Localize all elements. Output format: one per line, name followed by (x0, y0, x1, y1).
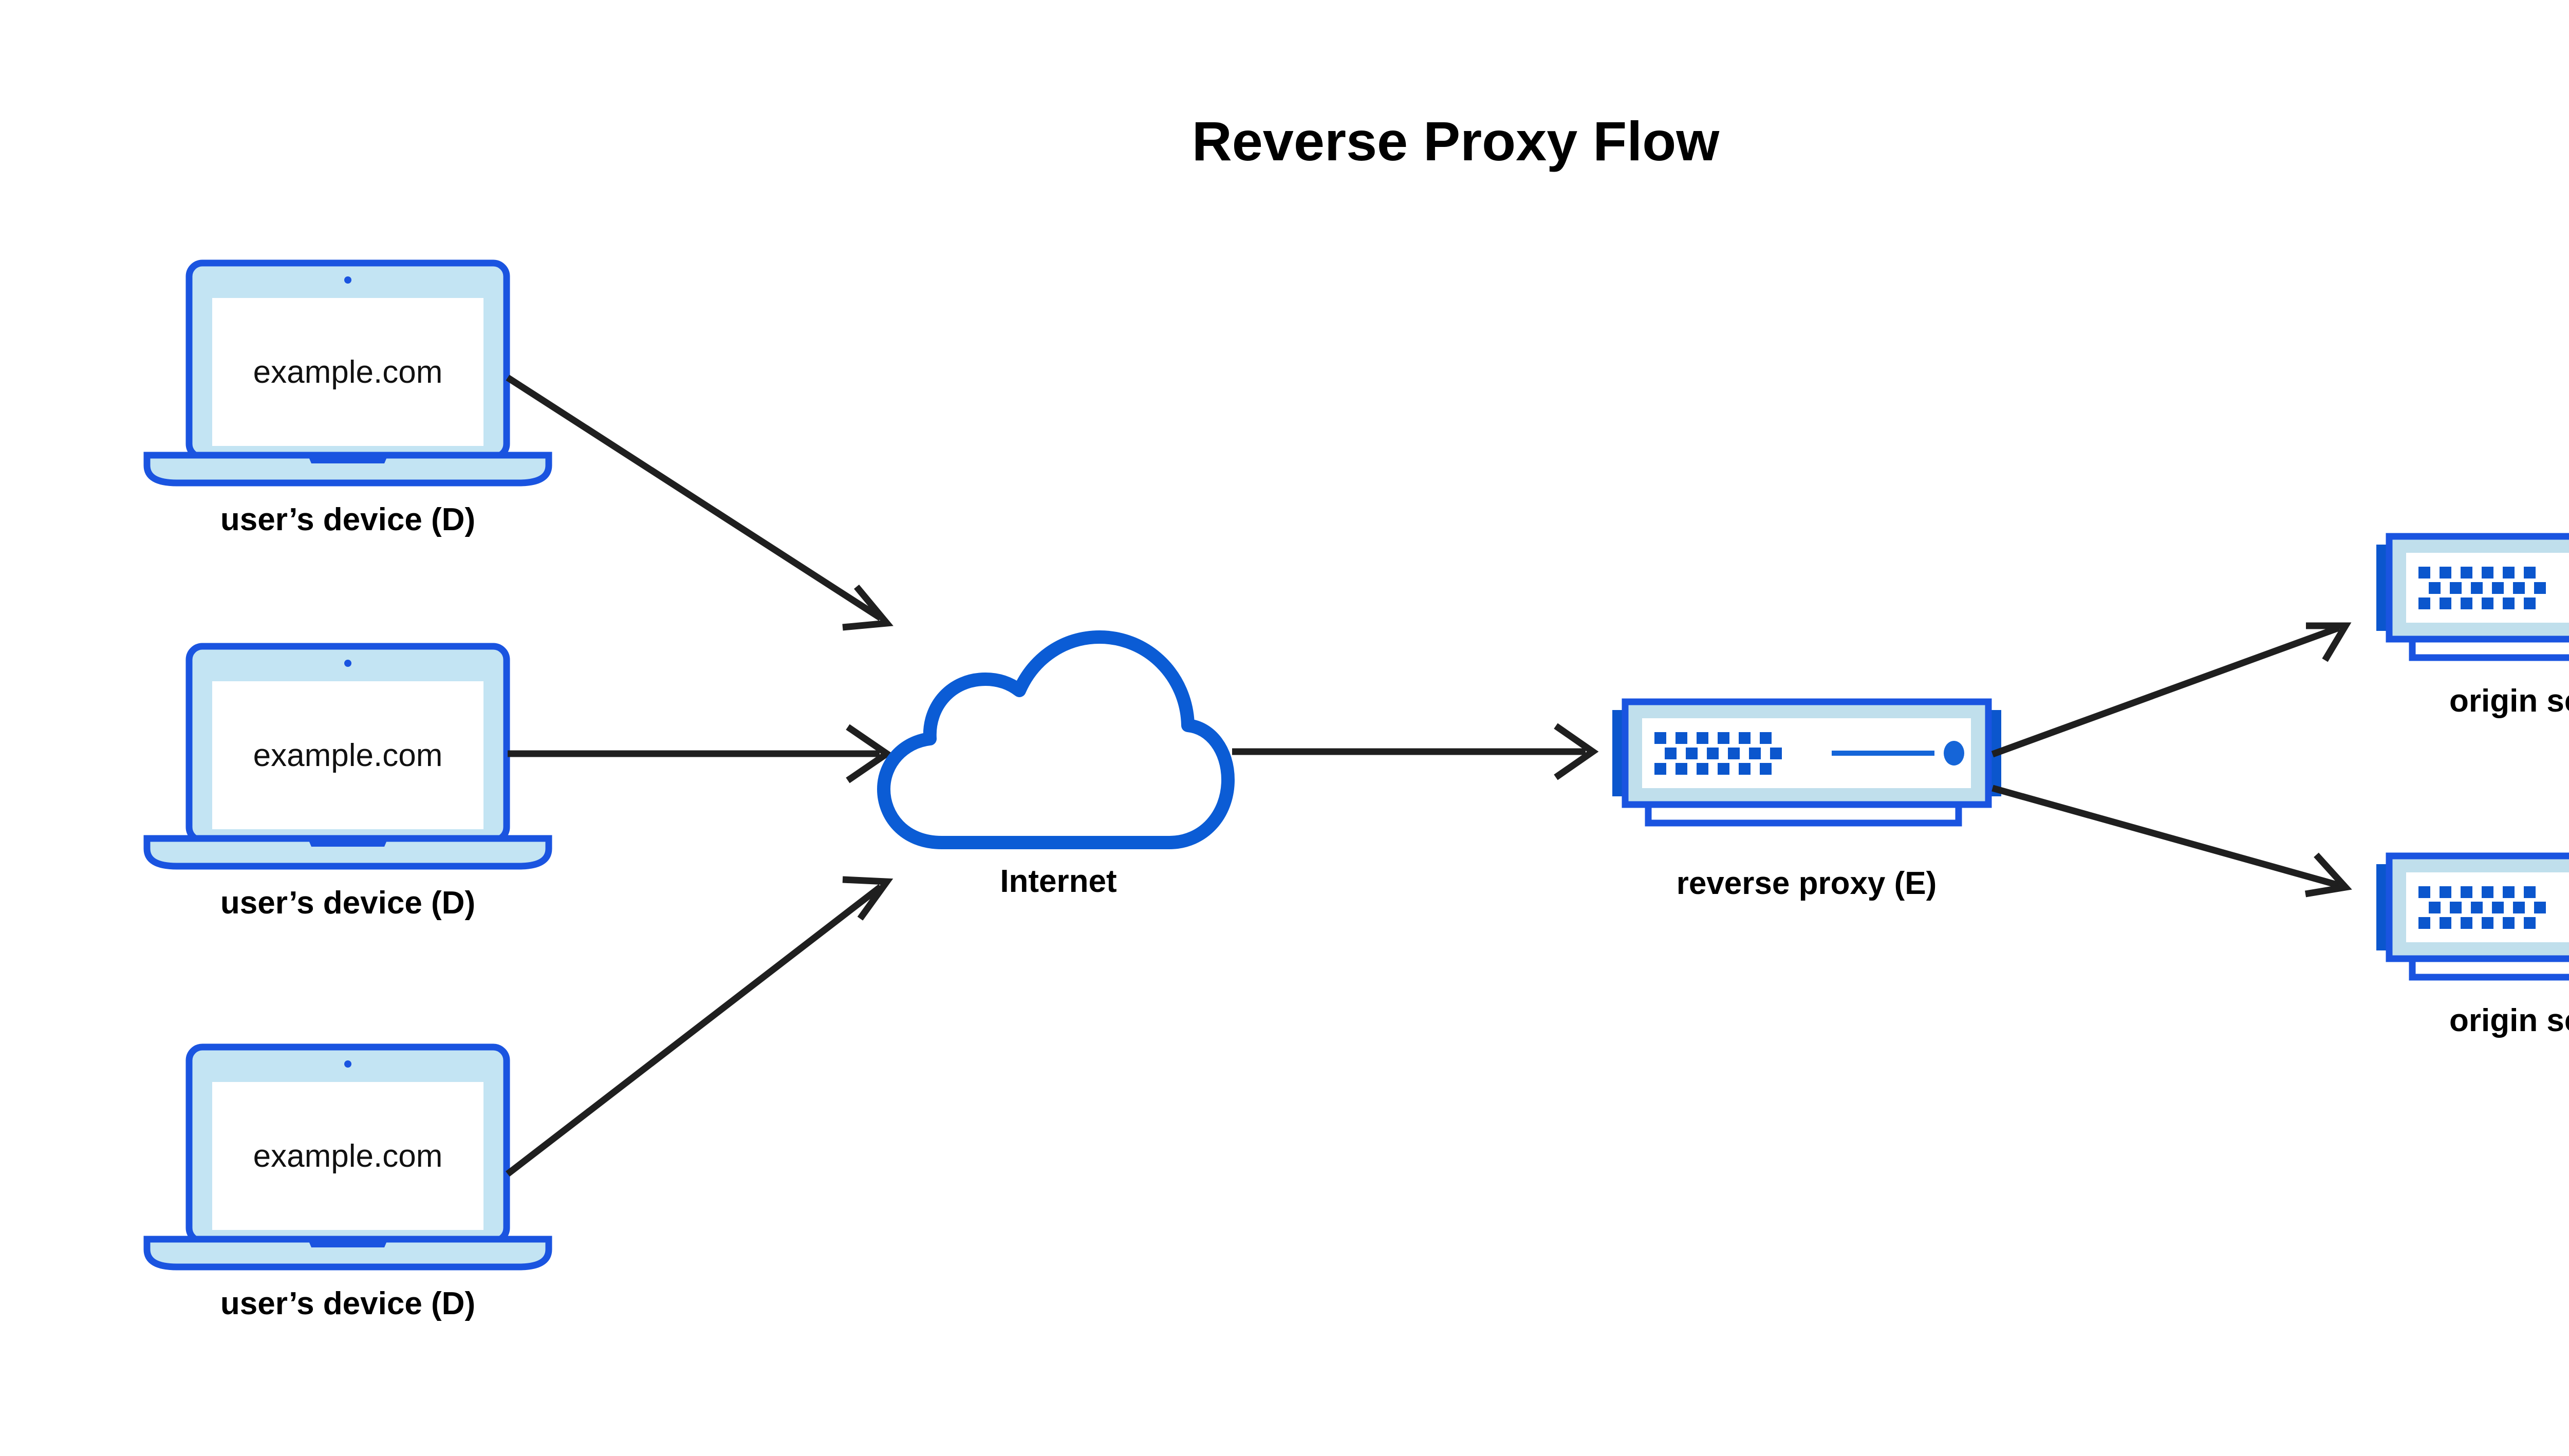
screen-url-text: example.com (253, 1138, 443, 1174)
user-device-middle[interactable]: example.com user’s device (D) (143, 643, 552, 921)
laptop-notch (308, 456, 387, 463)
user-device-bottom[interactable]: example.com user’s device (D) (143, 1043, 552, 1321)
flow-arrow-device-bottom-to-internet (506, 876, 893, 1177)
flow-arrow-device-top-to-internet (506, 375, 893, 631)
flow-arrow-proxy-to-origin-bottom (1991, 785, 2352, 898)
camera-dot-icon (344, 1060, 351, 1068)
device-label: user’s device (D) (220, 885, 475, 921)
origin-server-bottom[interactable]: origin server (F) (2376, 852, 2569, 1038)
arrowhead-icon (842, 876, 893, 921)
arrowhead-icon (1554, 723, 1599, 780)
server-vent-grid (2418, 886, 2546, 929)
laptop-base (143, 1236, 552, 1271)
origin-label: origin server (F) (2449, 1003, 2569, 1038)
camera-dot-icon (344, 660, 351, 667)
laptop-notch (308, 1240, 387, 1247)
camera-dot-icon (344, 276, 351, 284)
laptop-base (143, 835, 552, 870)
device-label: user’s device (D) (220, 1286, 475, 1321)
cloud-label: Internet (1000, 864, 1116, 899)
server-status-line (1832, 751, 1934, 756)
laptop-screen (212, 681, 483, 829)
flow-arrow-internet-to-proxy (1232, 723, 1599, 780)
server-vent-grid (2418, 567, 2546, 609)
cloud-icon (877, 630, 1235, 849)
diagram-title: Reverse Proxy Flow (1192, 110, 1720, 172)
screen-url-text: example.com (253, 354, 443, 390)
screen-url-text: example.com (253, 738, 443, 773)
proxy-label: reverse proxy (E) (1677, 866, 1937, 901)
laptop-screen (212, 1082, 483, 1230)
arrowhead-icon (842, 584, 893, 631)
arrowhead-icon (2304, 852, 2352, 898)
server-vent-grid (1654, 732, 1782, 775)
flow-arrow-proxy-to-origin-top (1991, 622, 2352, 758)
server-status-dot-icon (1944, 741, 1964, 766)
laptop-screen (212, 298, 483, 446)
flow-arrow-device-middle-to-internet (508, 724, 893, 783)
device-label: user’s device (D) (220, 502, 475, 537)
laptop-notch (308, 839, 387, 847)
origin-server-top[interactable]: origin server (F) (2376, 533, 2569, 719)
origin-label: origin server (F) (2449, 683, 2569, 719)
internet-cloud[interactable]: Internet (877, 630, 1235, 899)
user-device-top[interactable]: example.com user’s device (D) (143, 259, 552, 537)
arrowhead-icon (2306, 622, 2352, 662)
arrowhead-icon (846, 724, 893, 783)
laptop-base (143, 452, 552, 487)
reverse-proxy-server[interactable]: reverse proxy (E) (1612, 698, 2001, 901)
